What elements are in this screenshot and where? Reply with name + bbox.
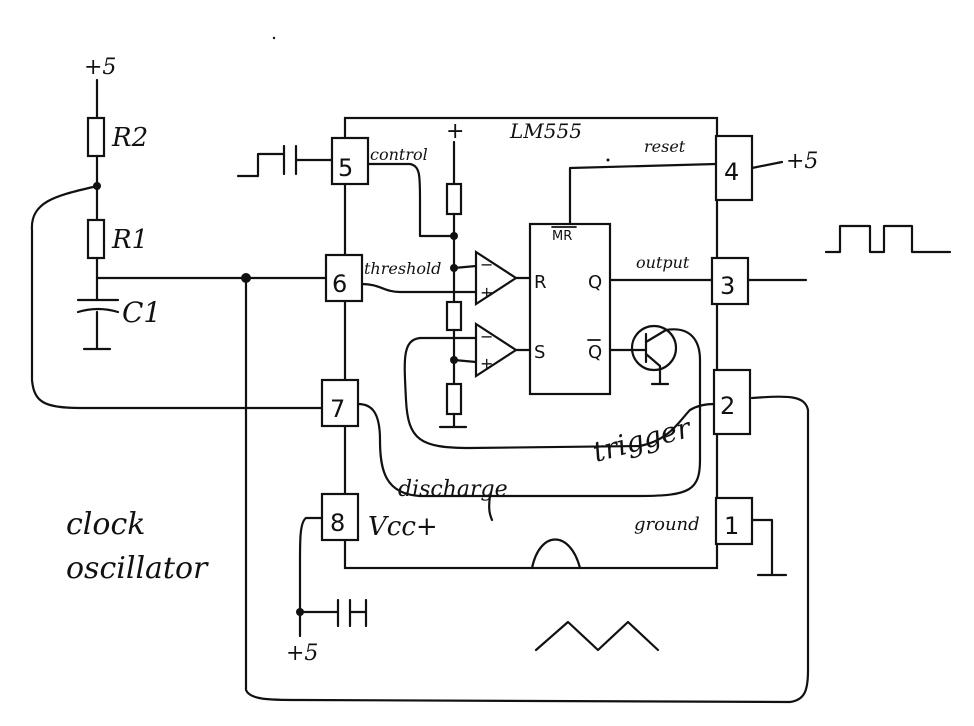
vcc-label: Vcc+ — [368, 512, 438, 542]
resistor-r2 — [86, 116, 106, 158]
discharge-transistor — [630, 324, 678, 372]
flip-flop — [528, 222, 612, 396]
pin-6-label: 6 — [332, 270, 347, 298]
reset-label: reset — [644, 137, 686, 156]
supply-bottom-label: +5 — [286, 641, 318, 666]
svg-text:+: + — [480, 283, 493, 302]
square-wave-icon — [824, 224, 952, 254]
pin-3-label: 3 — [720, 272, 735, 300]
pin-8-label: 8 — [330, 509, 345, 537]
triangle-wave-icon — [534, 620, 660, 652]
supply-reset-label: +5 — [786, 149, 818, 174]
divider-resistor-bottom — [445, 382, 463, 416]
threshold-label: threshold — [364, 259, 441, 278]
pin-2 — [712, 368, 752, 436]
resistor-r2-label: R2 — [111, 123, 148, 153]
resistor-r1 — [86, 218, 106, 260]
output-label: output — [636, 253, 690, 272]
control-label: control — [370, 145, 428, 164]
pin-8 — [320, 492, 360, 542]
pin-1-label: 1 — [724, 512, 739, 540]
svg-text:+: + — [480, 354, 493, 373]
pin-3 — [710, 256, 750, 306]
pin-2-label: 2 — [720, 392, 735, 420]
svg-text:−: − — [480, 327, 493, 346]
caption-line-2: oscillator — [66, 551, 209, 586]
pin-4-label: 4 — [724, 158, 739, 186]
ff-qbar-label: Q — [588, 342, 602, 363]
pin-6 — [324, 253, 364, 303]
trigger-comparator — [474, 321, 519, 379]
pin-5-label: 5 — [338, 154, 353, 182]
ground-label: ground — [634, 514, 700, 535]
ff-mr-label: MR — [552, 229, 572, 244]
internal-supply-label: + — [446, 119, 464, 144]
threshold-comparator — [474, 249, 519, 307]
divider-resistor-mid — [445, 300, 463, 332]
pin-4 — [714, 134, 754, 202]
resistor-r1-label: R1 — [111, 225, 148, 255]
discharge-label: discharge — [398, 477, 508, 502]
capacitor-c1-label: C1 — [122, 296, 161, 329]
divider-resistor-top — [445, 182, 463, 216]
pin-5 — [330, 136, 370, 186]
caption-line-1: clock — [66, 507, 145, 542]
ff-r-label: R — [534, 272, 547, 293]
ff-q-label: Q — [588, 272, 602, 293]
chip-name: LM555 — [509, 119, 582, 143]
supply-top-label: +5 — [84, 55, 116, 80]
ff-s-label: S — [534, 342, 545, 363]
svg-text:−: − — [480, 255, 493, 274]
pin-7-label: 7 — [330, 395, 345, 423]
